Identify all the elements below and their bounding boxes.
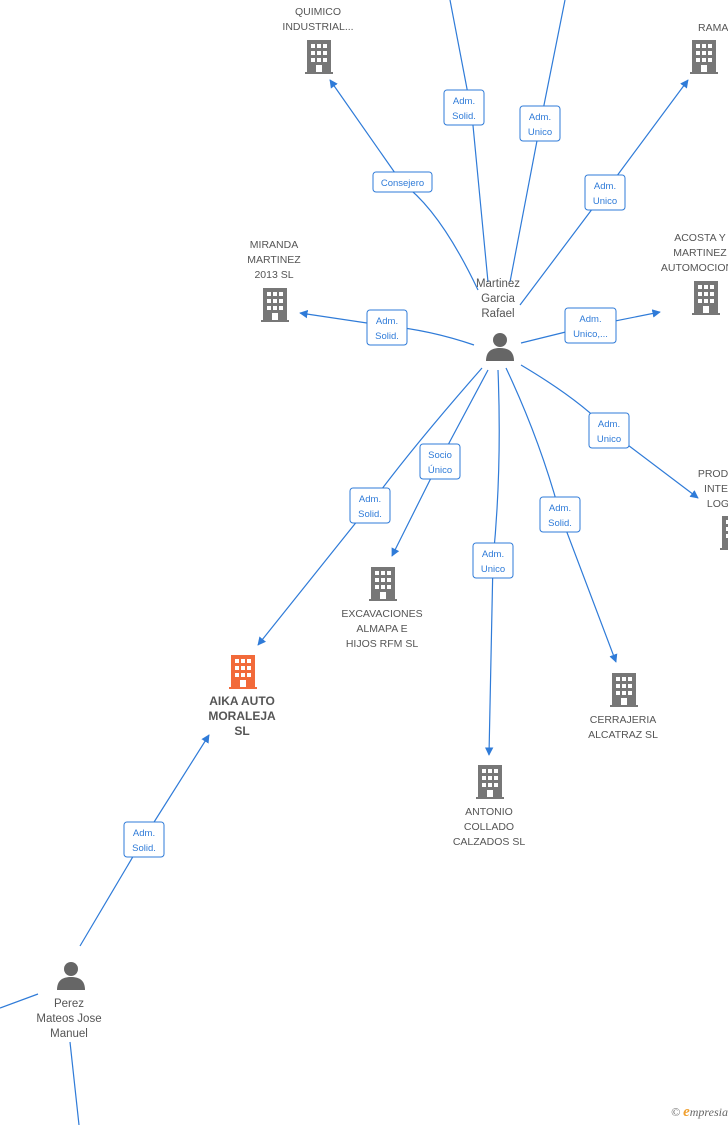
person-name: Mateos Jose bbox=[36, 1013, 101, 1025]
relation-text: Adm. bbox=[549, 503, 571, 514]
person-name: Martinez bbox=[476, 278, 520, 290]
company-node-acosta[interactable]: ACOSTA Y MARTINEZ AUTOMOCION bbox=[661, 232, 728, 315]
company-name: MARTINEZ bbox=[673, 247, 727, 259]
company-name: CERRAJERIA bbox=[590, 714, 657, 726]
person-name: Garcia bbox=[481, 293, 515, 305]
brand-watermark[interactable]: © empresia bbox=[671, 1104, 728, 1121]
person-icon bbox=[486, 333, 514, 361]
building-icon bbox=[369, 567, 397, 601]
relation-text: Adm. bbox=[598, 419, 620, 430]
edge-perez-left bbox=[0, 993, 39, 1009]
relation-label-perez-aika[interactable]: Adm. Solid. bbox=[123, 821, 165, 858]
relation-text: Adm. bbox=[133, 828, 155, 839]
company-name: ALMAPA E bbox=[356, 623, 407, 635]
company-name: INDUSTRIAL... bbox=[282, 21, 353, 33]
company-name: AUTOMOCION bbox=[661, 262, 728, 274]
relation-text: Adm. bbox=[453, 96, 475, 107]
company-node-prod[interactable]: PROD INTE LOG bbox=[698, 468, 728, 550]
edge-labels: Adm. Solid. Adm. Unico Consejero Adm. Un… bbox=[123, 89, 630, 858]
relation-text: Adm. bbox=[359, 494, 381, 505]
relation-label-cerrajeria[interactable]: Adm. Solid. bbox=[539, 496, 581, 533]
company-name: QUIMICO bbox=[295, 6, 341, 18]
relation-text: Único bbox=[428, 465, 452, 476]
relation-text: Adm. bbox=[482, 549, 504, 560]
company-node-ramarga[interactable]: RAMARGA S bbox=[690, 22, 728, 74]
company-name: RAMARGA S bbox=[698, 22, 728, 34]
relation-text: Adm. bbox=[529, 112, 551, 123]
person-nodes: Martinez Garcia Rafael Perez Mateos Jose… bbox=[36, 278, 520, 1040]
relation-text: Solid. bbox=[548, 518, 572, 529]
company-name: ALCATRAZ SL bbox=[588, 729, 658, 741]
company-name: PROD bbox=[698, 468, 728, 480]
relation-label-top2[interactable]: Adm. Unico bbox=[519, 105, 561, 142]
building-icon bbox=[476, 765, 504, 799]
brand-logo-text: mpresia bbox=[689, 1105, 728, 1119]
person-icon bbox=[57, 962, 85, 990]
person-name: Perez bbox=[54, 998, 84, 1010]
company-node-antonio[interactable]: ANTONIO COLLADO CALZADOS SL bbox=[453, 765, 526, 848]
relation-label-ramarga[interactable]: Adm. Unico bbox=[584, 174, 626, 211]
relation-text: Solid. bbox=[375, 331, 399, 342]
brand-logo-initial: e bbox=[683, 1104, 690, 1120]
relation-label-prod[interactable]: Adm. Unico bbox=[588, 412, 630, 449]
company-name: MIRANDA bbox=[250, 239, 298, 251]
relation-text: Solid. bbox=[358, 509, 382, 520]
relation-label-antonio[interactable]: Adm. Unico bbox=[472, 542, 514, 579]
building-icon bbox=[690, 40, 718, 74]
edge-top1 bbox=[449, 0, 489, 283]
relation-label-excavaciones[interactable]: Socio Único bbox=[419, 443, 461, 480]
company-node-quimico[interactable]: QUIMICO INDUSTRIAL... bbox=[282, 6, 354, 74]
relation-label-miranda[interactable]: Adm. Solid. bbox=[366, 309, 408, 346]
relation-label-acosta[interactable]: Adm. Unico,... bbox=[564, 307, 617, 344]
company-name: COLLADO bbox=[464, 821, 514, 833]
company-node-excavaciones[interactable]: EXCAVACIONES ALMAPA E HIJOS RFM SL bbox=[341, 567, 423, 650]
relation-label-quimico[interactable]: Consejero bbox=[372, 171, 433, 193]
company-node-cerrajeria[interactable]: CERRAJERIA ALCATRAZ SL bbox=[588, 673, 658, 741]
relation-label-top1[interactable]: Adm. Solid. bbox=[443, 89, 485, 126]
company-name: MORALEJA bbox=[208, 709, 276, 723]
building-icon bbox=[261, 288, 289, 322]
company-name: CALZADOS SL bbox=[453, 836, 526, 848]
building-icon bbox=[305, 40, 333, 74]
company-name: HIJOS RFM SL bbox=[346, 638, 419, 650]
relation-text: Solid. bbox=[132, 843, 156, 854]
company-name: ACOSTA Y bbox=[674, 232, 726, 244]
copyright-icon: © bbox=[670, 1105, 681, 1119]
person-name: Manuel bbox=[50, 1028, 88, 1040]
relation-text: Unico,... bbox=[573, 329, 608, 340]
relation-text: Solid. bbox=[452, 111, 476, 122]
building-icon-highlighted bbox=[229, 655, 257, 689]
relation-text: Adm. bbox=[376, 316, 398, 327]
company-name: INTE bbox=[704, 483, 728, 495]
relation-text: Unico bbox=[528, 127, 552, 138]
edge-perez-bottom bbox=[69, 1041, 80, 1125]
person-node-martinez[interactable]: Martinez Garcia Rafael bbox=[476, 278, 520, 361]
relation-label-aika[interactable]: Adm. Solid. bbox=[349, 487, 391, 524]
company-name: SL bbox=[234, 724, 249, 738]
relation-text: Adm. bbox=[579, 314, 601, 325]
building-icon bbox=[692, 281, 720, 315]
relation-text: Unico bbox=[593, 196, 617, 207]
relation-text: Unico bbox=[481, 564, 505, 575]
relation-text: Adm. bbox=[594, 181, 616, 192]
edges bbox=[0, 0, 699, 1125]
building-icon bbox=[720, 516, 728, 550]
relation-text: Socio bbox=[428, 450, 452, 461]
person-node-perez[interactable]: Perez Mateos Jose Manuel bbox=[36, 962, 102, 1040]
company-name: 2013 SL bbox=[254, 269, 293, 281]
relation-text: Consejero bbox=[381, 178, 424, 189]
company-name: AIKA AUTO bbox=[209, 694, 275, 708]
company-name: EXCAVACIONES bbox=[341, 608, 422, 620]
company-nodes: QUIMICO INDUSTRIAL... RAMARGA S MIRANDA … bbox=[208, 6, 728, 848]
person-name: Rafael bbox=[481, 308, 514, 320]
building-icon bbox=[610, 673, 638, 707]
company-node-miranda[interactable]: MIRANDA MARTINEZ 2013 SL bbox=[247, 239, 301, 322]
company-name: MARTINEZ bbox=[247, 254, 301, 266]
company-name: LOG bbox=[707, 498, 728, 510]
company-name: ANTONIO bbox=[465, 806, 513, 818]
relation-text: Unico bbox=[597, 434, 621, 445]
company-node-aika[interactable]: AIKA AUTO MORALEJA SL bbox=[208, 655, 276, 738]
